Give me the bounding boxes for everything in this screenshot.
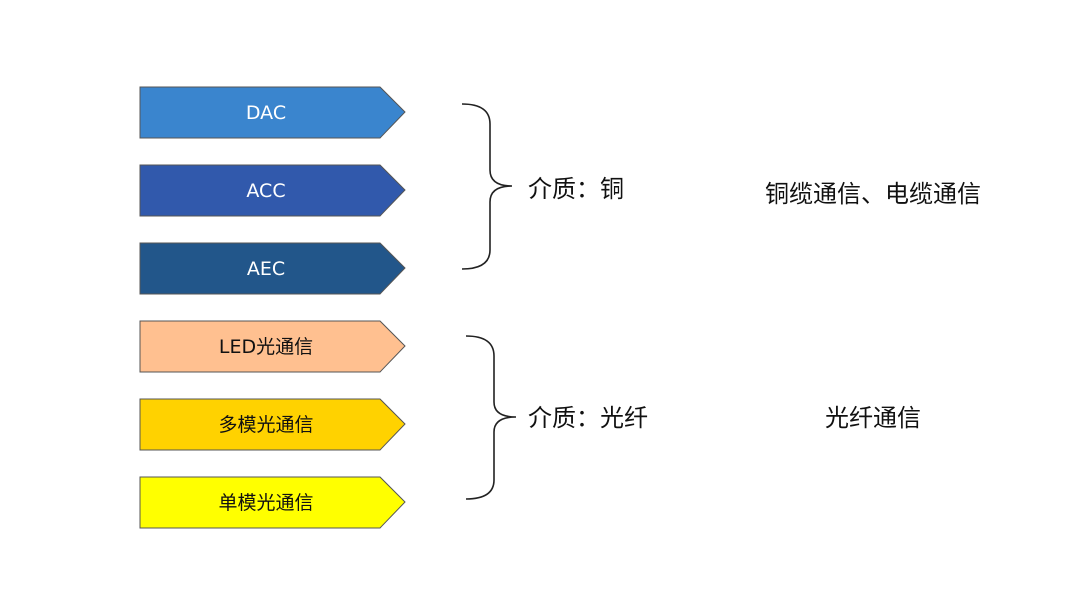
arrow-dac: DAC [139, 86, 406, 139]
arrow-label: DAC [246, 102, 286, 124]
medium-label-fiber: 介质：光纤 [528, 404, 648, 432]
arrow-led-optical: LED光通信 [139, 320, 406, 373]
category-label-fiber: 光纤通信 [825, 404, 921, 432]
arrow-label: LED光通信 [219, 336, 313, 358]
arrow-aec: AEC [139, 242, 406, 295]
arrow-label: AEC [247, 258, 285, 280]
arrow-shape [139, 242, 406, 295]
arrow-shape [139, 476, 406, 529]
brace-fiber [465, 335, 517, 500]
arrow-label: 单模光通信 [218, 492, 313, 514]
arrow-label: 多模光通信 [218, 414, 313, 436]
arrow-acc: ACC [139, 164, 406, 217]
brace-copper [461, 103, 513, 270]
arrow-shape [139, 164, 406, 217]
category-label-copper: 铜缆通信、电缆通信 [765, 180, 981, 208]
arrow-multimode-optical: 多模光通信 [139, 398, 406, 451]
arrow-shape [139, 86, 406, 139]
arrow-label: ACC [246, 180, 285, 202]
arrow-shape [139, 320, 406, 373]
arrow-singlemode-optical: 单模光通信 [139, 476, 406, 529]
arrow-shape [139, 398, 406, 451]
medium-label-copper: 介质：铜 [528, 175, 624, 203]
